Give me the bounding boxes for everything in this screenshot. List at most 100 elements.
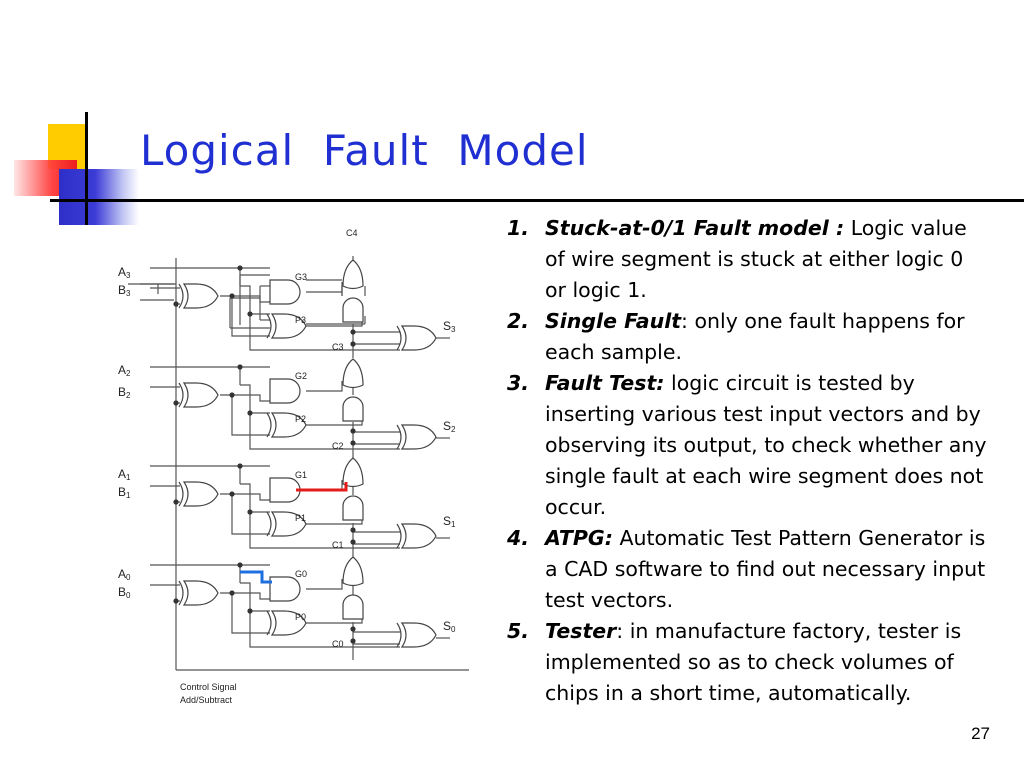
or-gate-carry	[342, 259, 364, 290]
xor-gate-control	[178, 481, 219, 507]
circuit-wire	[306, 282, 343, 293]
xor-gate-control	[178, 283, 219, 309]
list-item: 3. Fault Test: logic circuit is tested b…	[507, 368, 987, 523]
xor-gate-sum	[396, 325, 437, 351]
output-label-s2: S2	[443, 419, 456, 434]
carry-label-c2: C2	[332, 441, 344, 451]
circuit-wire	[240, 285, 270, 315]
propagate-label-p2: P2	[295, 414, 306, 424]
and-gate-carry	[342, 495, 364, 521]
list-item-term: Fault Test:	[545, 371, 665, 395]
circuit-junction-dot	[350, 329, 356, 335]
output-label-s1: S1	[443, 514, 456, 529]
circuit-junction-dot	[350, 440, 356, 446]
circuit-wire	[232, 295, 270, 303]
decoration-blue-bar	[59, 169, 139, 225]
slide-title: Logical Fault Model	[140, 126, 589, 175]
carry-label-c3: C3	[332, 342, 344, 352]
carry-label-c0: C0	[332, 639, 344, 649]
and-gate-carry	[342, 396, 364, 422]
list-item-text: Logic value of wire segment is stuck at …	[545, 216, 967, 302]
or-gate-carry	[342, 358, 364, 389]
circuit-wire	[249, 413, 400, 450]
list-item: 5. Tester: in manufacture factory, teste…	[507, 616, 987, 709]
list-item-text: logic circuit is tested by inserting var…	[545, 371, 987, 519]
carry-label-c4: C4	[346, 228, 358, 238]
control-signal-label: Control Signal	[180, 682, 237, 692]
stuck-at-fault-red-wire	[296, 482, 348, 492]
xor-gate-control	[178, 580, 219, 606]
propagate-label-p1: P1	[295, 513, 306, 523]
circuit-junction-dot	[350, 527, 356, 533]
circuit-junction-dot	[173, 400, 179, 406]
page-number: 27	[971, 724, 990, 743]
circuit-wire	[220, 295, 270, 337]
add-subtract-label: Add/Subtract	[180, 695, 233, 705]
circuit-junction-dot	[350, 638, 356, 644]
circuit-wire	[240, 582, 270, 612]
xor-gate-sum	[396, 424, 437, 450]
circuit-wire	[249, 512, 400, 549]
circuit-junction-dot	[229, 590, 235, 596]
stuck-at-fault-blue-wire	[240, 570, 272, 584]
circuit-wire	[232, 493, 270, 501]
input-label-a0: A0	[118, 567, 131, 582]
and-gate-generate	[269, 279, 301, 305]
carry-label-c1: C1	[332, 540, 344, 550]
input-label-b2: B2	[118, 385, 131, 400]
decoration-vertical-line	[85, 112, 88, 225]
circuit-junction-dot	[229, 293, 235, 299]
circuit-junction-dot	[247, 608, 253, 614]
title-decoration	[0, 0, 160, 240]
circuit-junction-dot	[350, 626, 356, 632]
list-item: 2. Single Fault: only one fault happens …	[507, 306, 987, 368]
list-item-term: Stuck-at-0/1 Fault model :	[545, 216, 845, 240]
xor-gate-sum	[396, 523, 437, 549]
circuit-wire	[240, 483, 270, 513]
xor-gate-sum	[396, 622, 437, 648]
generate-label-g0: G0	[295, 569, 307, 579]
circuit-wire	[220, 394, 270, 436]
and-gate-generate	[269, 378, 301, 404]
list-item-term: ATPG:	[545, 526, 613, 550]
circuit-wire	[249, 314, 400, 351]
circuit-wire	[232, 394, 270, 402]
circuit-wire	[220, 592, 270, 634]
circuit-junction-dot	[247, 410, 253, 416]
list-item: 1. Stuck-at-0/1 Fault model : Logic valu…	[507, 213, 987, 306]
circuit-junction-dot	[173, 598, 179, 604]
generate-label-g3: G3	[295, 272, 307, 282]
list-item-number: 2.	[507, 309, 530, 333]
list-item-text: : in manufacture factory, tester is impl…	[545, 619, 962, 705]
fault-model-list: 1. Stuck-at-0/1 Fault model : Logic valu…	[507, 213, 987, 709]
input-label-b1: B1	[118, 485, 131, 500]
circuit-junction-dot	[229, 392, 235, 398]
and-gate-carry	[342, 594, 364, 620]
circuit-wire	[220, 493, 270, 535]
circuit-junction-dot	[350, 539, 356, 545]
list-item-text: : only one fault happens for each sample…	[545, 309, 965, 364]
circuit-junction-dot	[173, 499, 179, 505]
circuit-wire	[232, 592, 270, 600]
output-label-s0: S0	[443, 619, 456, 634]
circuit-junction-dot	[247, 311, 253, 317]
circuit-junction-dot	[350, 428, 356, 434]
list-item-term: Tester	[545, 619, 617, 643]
input-label-a2: A2	[118, 363, 131, 378]
generate-label-g2: G2	[295, 371, 307, 381]
circuit-wire	[249, 611, 400, 648]
propagate-label-p0: P0	[295, 612, 306, 622]
bit-slice-3	[128, 274, 366, 329]
xor-gate-control	[178, 382, 219, 408]
propagate-label-p3: P3	[295, 315, 306, 325]
list-item-number: 5.	[507, 619, 530, 643]
list-item-number: 4.	[507, 526, 530, 550]
input-label-a1: A1	[118, 467, 131, 482]
and-gate-generate	[269, 477, 301, 503]
circuit-junction-dot	[237, 265, 243, 271]
circuit-junction-dot	[237, 463, 243, 469]
circuit-junction-dot	[173, 301, 179, 307]
and-gate-generate	[269, 576, 301, 602]
circuit-junction-dot	[247, 509, 253, 515]
or-gate-carry	[342, 556, 364, 587]
